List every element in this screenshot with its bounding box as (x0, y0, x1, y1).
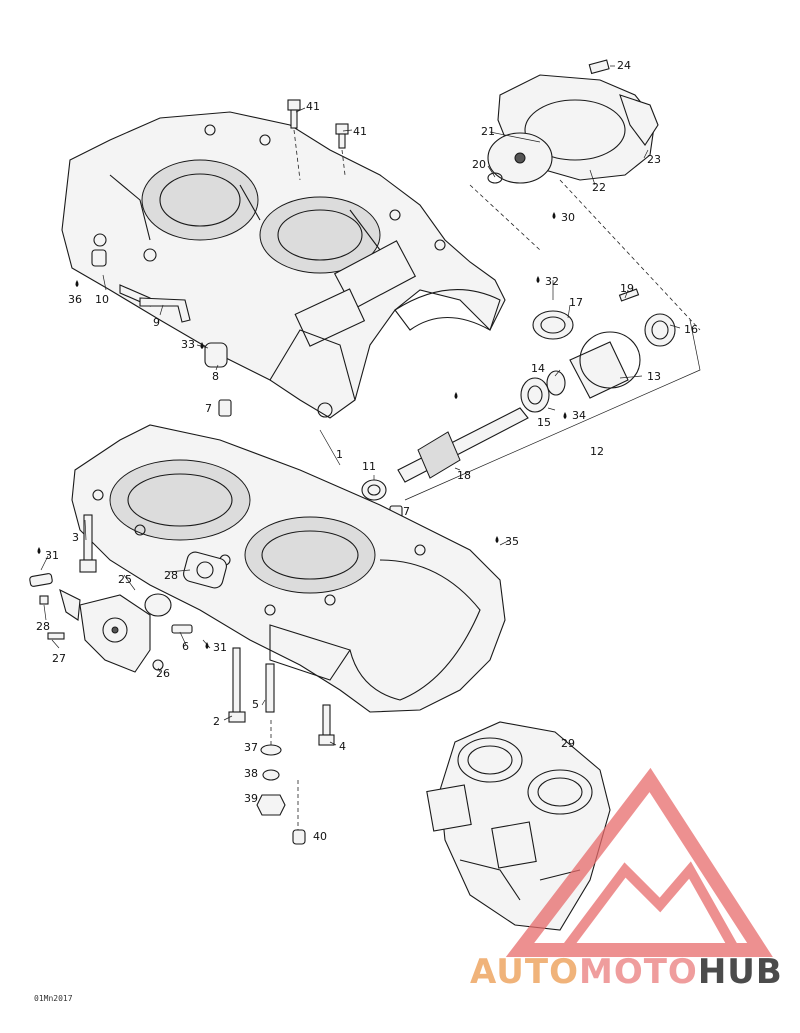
callout-27: 27 (52, 652, 66, 665)
callout-21: 21 (481, 125, 495, 138)
reference-code: 01Mn2017 (34, 994, 73, 1003)
callout-15: 15 (537, 416, 551, 429)
callout-20: 20 (472, 158, 486, 171)
callout-19: 19 (620, 282, 634, 295)
oil-drop-icon (205, 642, 209, 649)
callout-12: 12 (590, 445, 604, 458)
callout-22: 22 (592, 181, 606, 194)
callout-5: 5 (252, 698, 259, 711)
lower-crankcase (71, 424, 506, 713)
oil-drop-icon (552, 212, 556, 219)
callout-39: 39 (244, 792, 258, 805)
callout-28a: 28 (36, 620, 50, 633)
stud-5 (265, 663, 275, 713)
callout-9: 9 (153, 316, 160, 329)
callout-13: 13 (647, 370, 661, 383)
callout-17: 17 (569, 296, 583, 309)
oil-drop-icon (536, 276, 540, 283)
callout-1: 1 (336, 448, 343, 461)
bolt-4 (318, 704, 335, 746)
washers (256, 744, 306, 845)
callout-labels: 1 2 3 4 5 6 7 7 8 9 10 11 12 13 14 15 16… (36, 59, 698, 843)
watermark-brand-hub: HUB (697, 952, 783, 992)
oil-drop-icon (75, 280, 79, 287)
callout-28b: 28 (164, 569, 178, 582)
callout-32: 32 (545, 275, 559, 288)
callout-7a: 7 (205, 402, 212, 415)
stud-2 (228, 647, 246, 723)
bolt-41-a (287, 99, 301, 129)
callout-18: 18 (457, 469, 471, 482)
fittings-left (91, 249, 232, 417)
watermark-brand-auto: AUTO (470, 952, 579, 992)
callout-31b: 31 (213, 641, 227, 654)
bolt-3 (79, 514, 97, 573)
callout-35: 35 (505, 535, 519, 548)
callout-23: 23 (647, 153, 661, 166)
oil-drop-icon (563, 412, 567, 419)
callout-24: 24 (617, 59, 631, 72)
callout-11: 11 (362, 460, 376, 473)
callout-29: 29 (561, 737, 575, 750)
cylinder-block (426, 721, 611, 931)
watermark-logo (505, 767, 773, 957)
callout-41a: 41 (306, 100, 320, 113)
watermark-brand-moto: MOTO (578, 952, 698, 992)
callout-4: 4 (339, 740, 346, 753)
lubricant-drop-icons (37, 212, 567, 649)
oil-pump (29, 573, 193, 673)
callout-34: 34 (572, 409, 586, 422)
watermark-brand-text: AUTOMOTOHUB (470, 952, 783, 992)
callout-8: 8 (212, 370, 219, 383)
crankshaft-assembly (361, 288, 676, 523)
callout-37: 37 (244, 741, 258, 754)
callout-16: 16 (684, 323, 698, 336)
water-pump-housing (487, 59, 659, 184)
oil-drop-icon (454, 392, 458, 399)
oil-drop-icon (495, 536, 499, 543)
callout-40: 40 (313, 830, 327, 843)
callout-31a: 31 (45, 549, 59, 562)
callout-25: 25 (118, 573, 132, 586)
callout-14: 14 (531, 362, 545, 375)
oil-drop-icon (37, 547, 41, 554)
callout-3: 3 (72, 531, 79, 544)
callout-2: 2 (213, 715, 220, 728)
callout-33: 33 (181, 338, 195, 351)
oil-drop-icon (200, 342, 204, 349)
callout-7b: 7 (403, 505, 410, 518)
callout-36: 36 (68, 293, 82, 306)
upper-crankcase (61, 111, 506, 419)
callout-26: 26 (156, 667, 170, 680)
leader-lines (40, 65, 681, 746)
bolt-41-b (335, 123, 349, 149)
callout-30: 30 (561, 211, 575, 224)
callout-6: 6 (182, 640, 189, 653)
callout-41b: 41 (353, 125, 367, 138)
callout-38: 38 (244, 767, 258, 780)
callout-10: 10 (95, 293, 109, 306)
